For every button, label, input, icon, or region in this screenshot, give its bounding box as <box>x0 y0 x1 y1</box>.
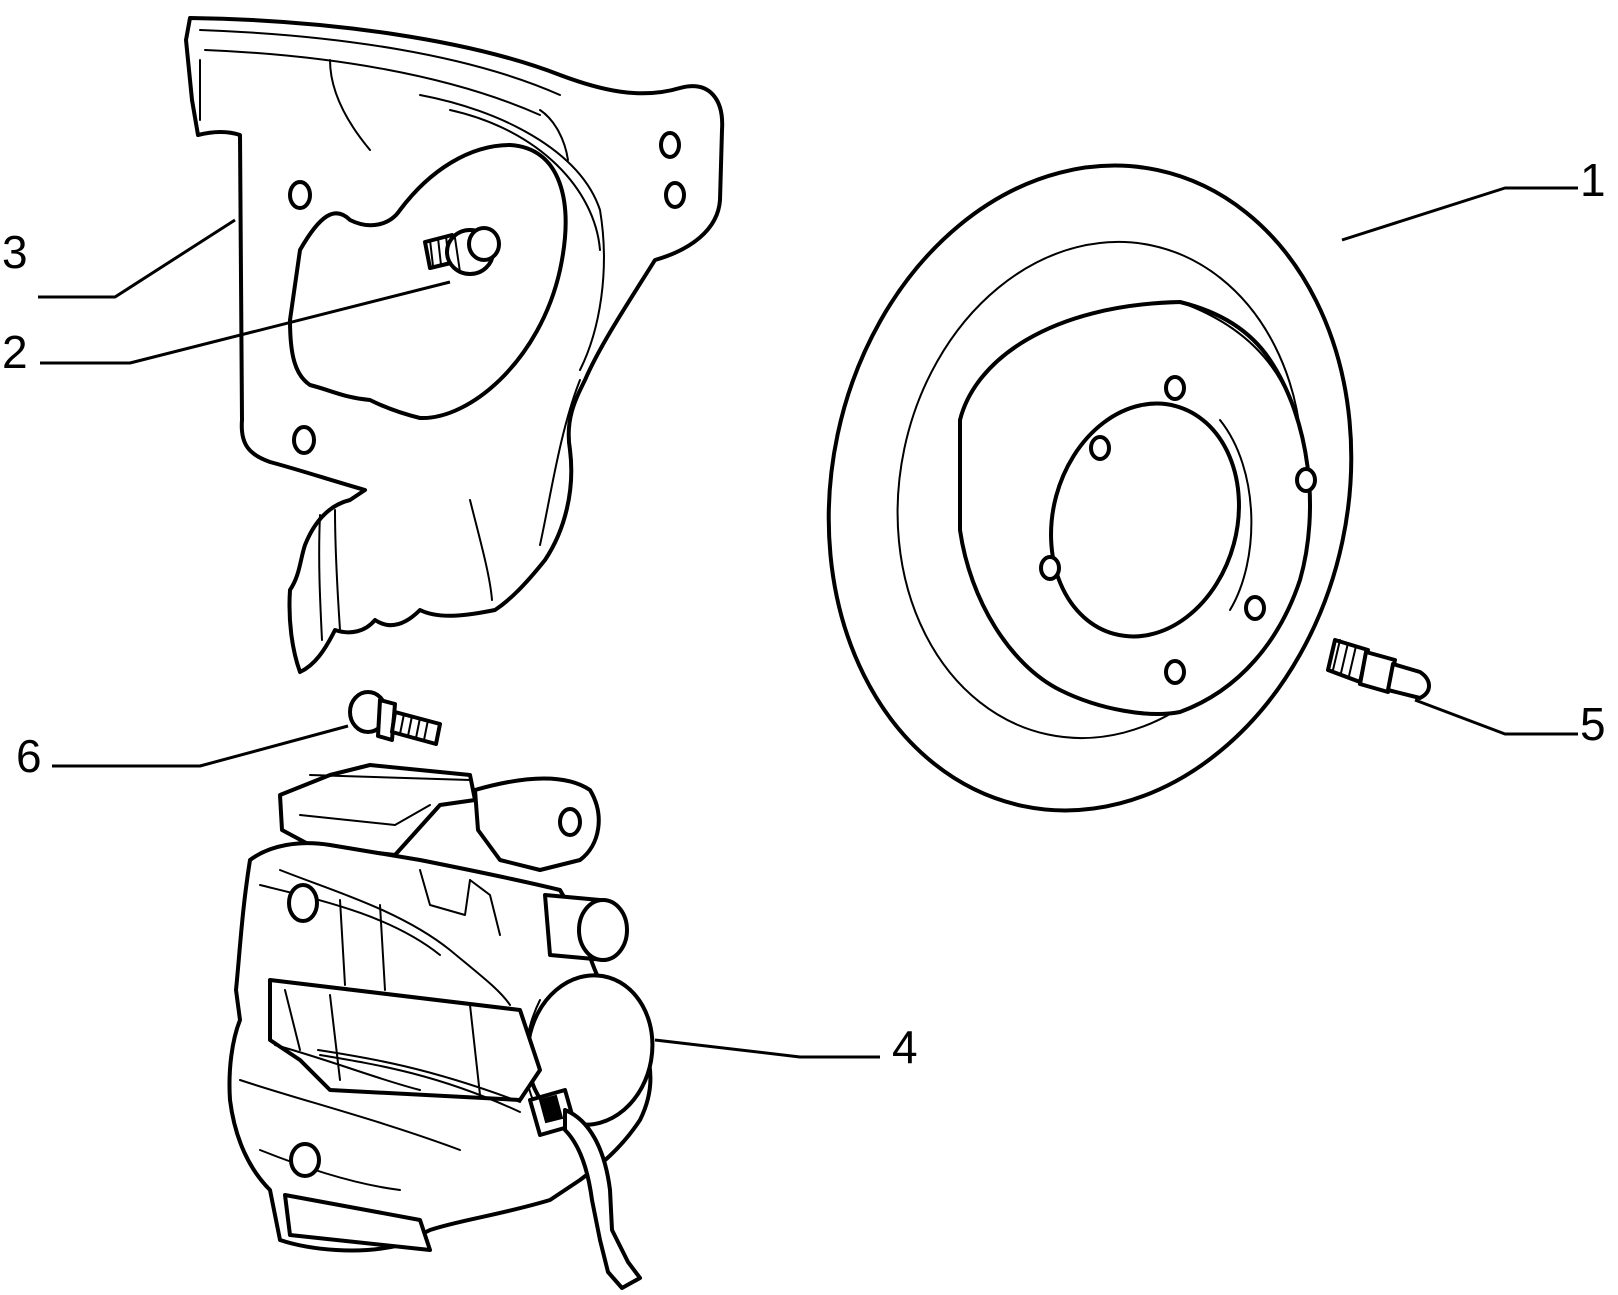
brake-disc <box>826 163 1354 813</box>
callout-5: 5 <box>1580 698 1606 750</box>
disc-locating-screw <box>1326 638 1431 700</box>
splash-shield <box>184 16 725 674</box>
callout-6: 6 <box>16 730 42 782</box>
callout-labels: 1 2 3 4 5 6 <box>2 154 1606 1073</box>
leader-5 <box>1414 698 1578 736</box>
callout-4: 4 <box>892 1021 918 1073</box>
caliper-bolt <box>348 690 442 746</box>
leader-6 <box>52 724 349 768</box>
callout-1: 1 <box>1580 154 1606 206</box>
leader-2 <box>40 280 451 365</box>
leader-4 <box>654 1038 880 1059</box>
brake-caliper <box>227 763 655 1290</box>
callout-3: 3 <box>2 226 28 278</box>
shield-screw <box>423 226 501 276</box>
callout-2: 2 <box>2 326 28 378</box>
leader-3 <box>38 218 236 299</box>
disc-lug-holes <box>1039 375 1317 685</box>
leader-lines <box>38 186 1578 1059</box>
leader-1 <box>1341 186 1578 242</box>
